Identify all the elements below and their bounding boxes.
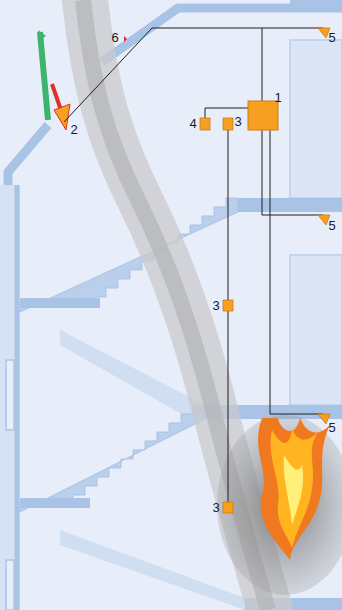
- callout-number: 5: [327, 31, 336, 45]
- callout-number: 5: [327, 421, 336, 435]
- callout-number: 2: [69, 123, 78, 137]
- callout-number: 1: [273, 91, 282, 105]
- callout-number: 6: [110, 31, 119, 45]
- callout-number: 3: [211, 501, 220, 515]
- callout-number: 5: [327, 219, 336, 233]
- callout-number: 3: [233, 115, 242, 129]
- callout-number: 4: [188, 117, 197, 131]
- callout-number: 3: [211, 299, 220, 313]
